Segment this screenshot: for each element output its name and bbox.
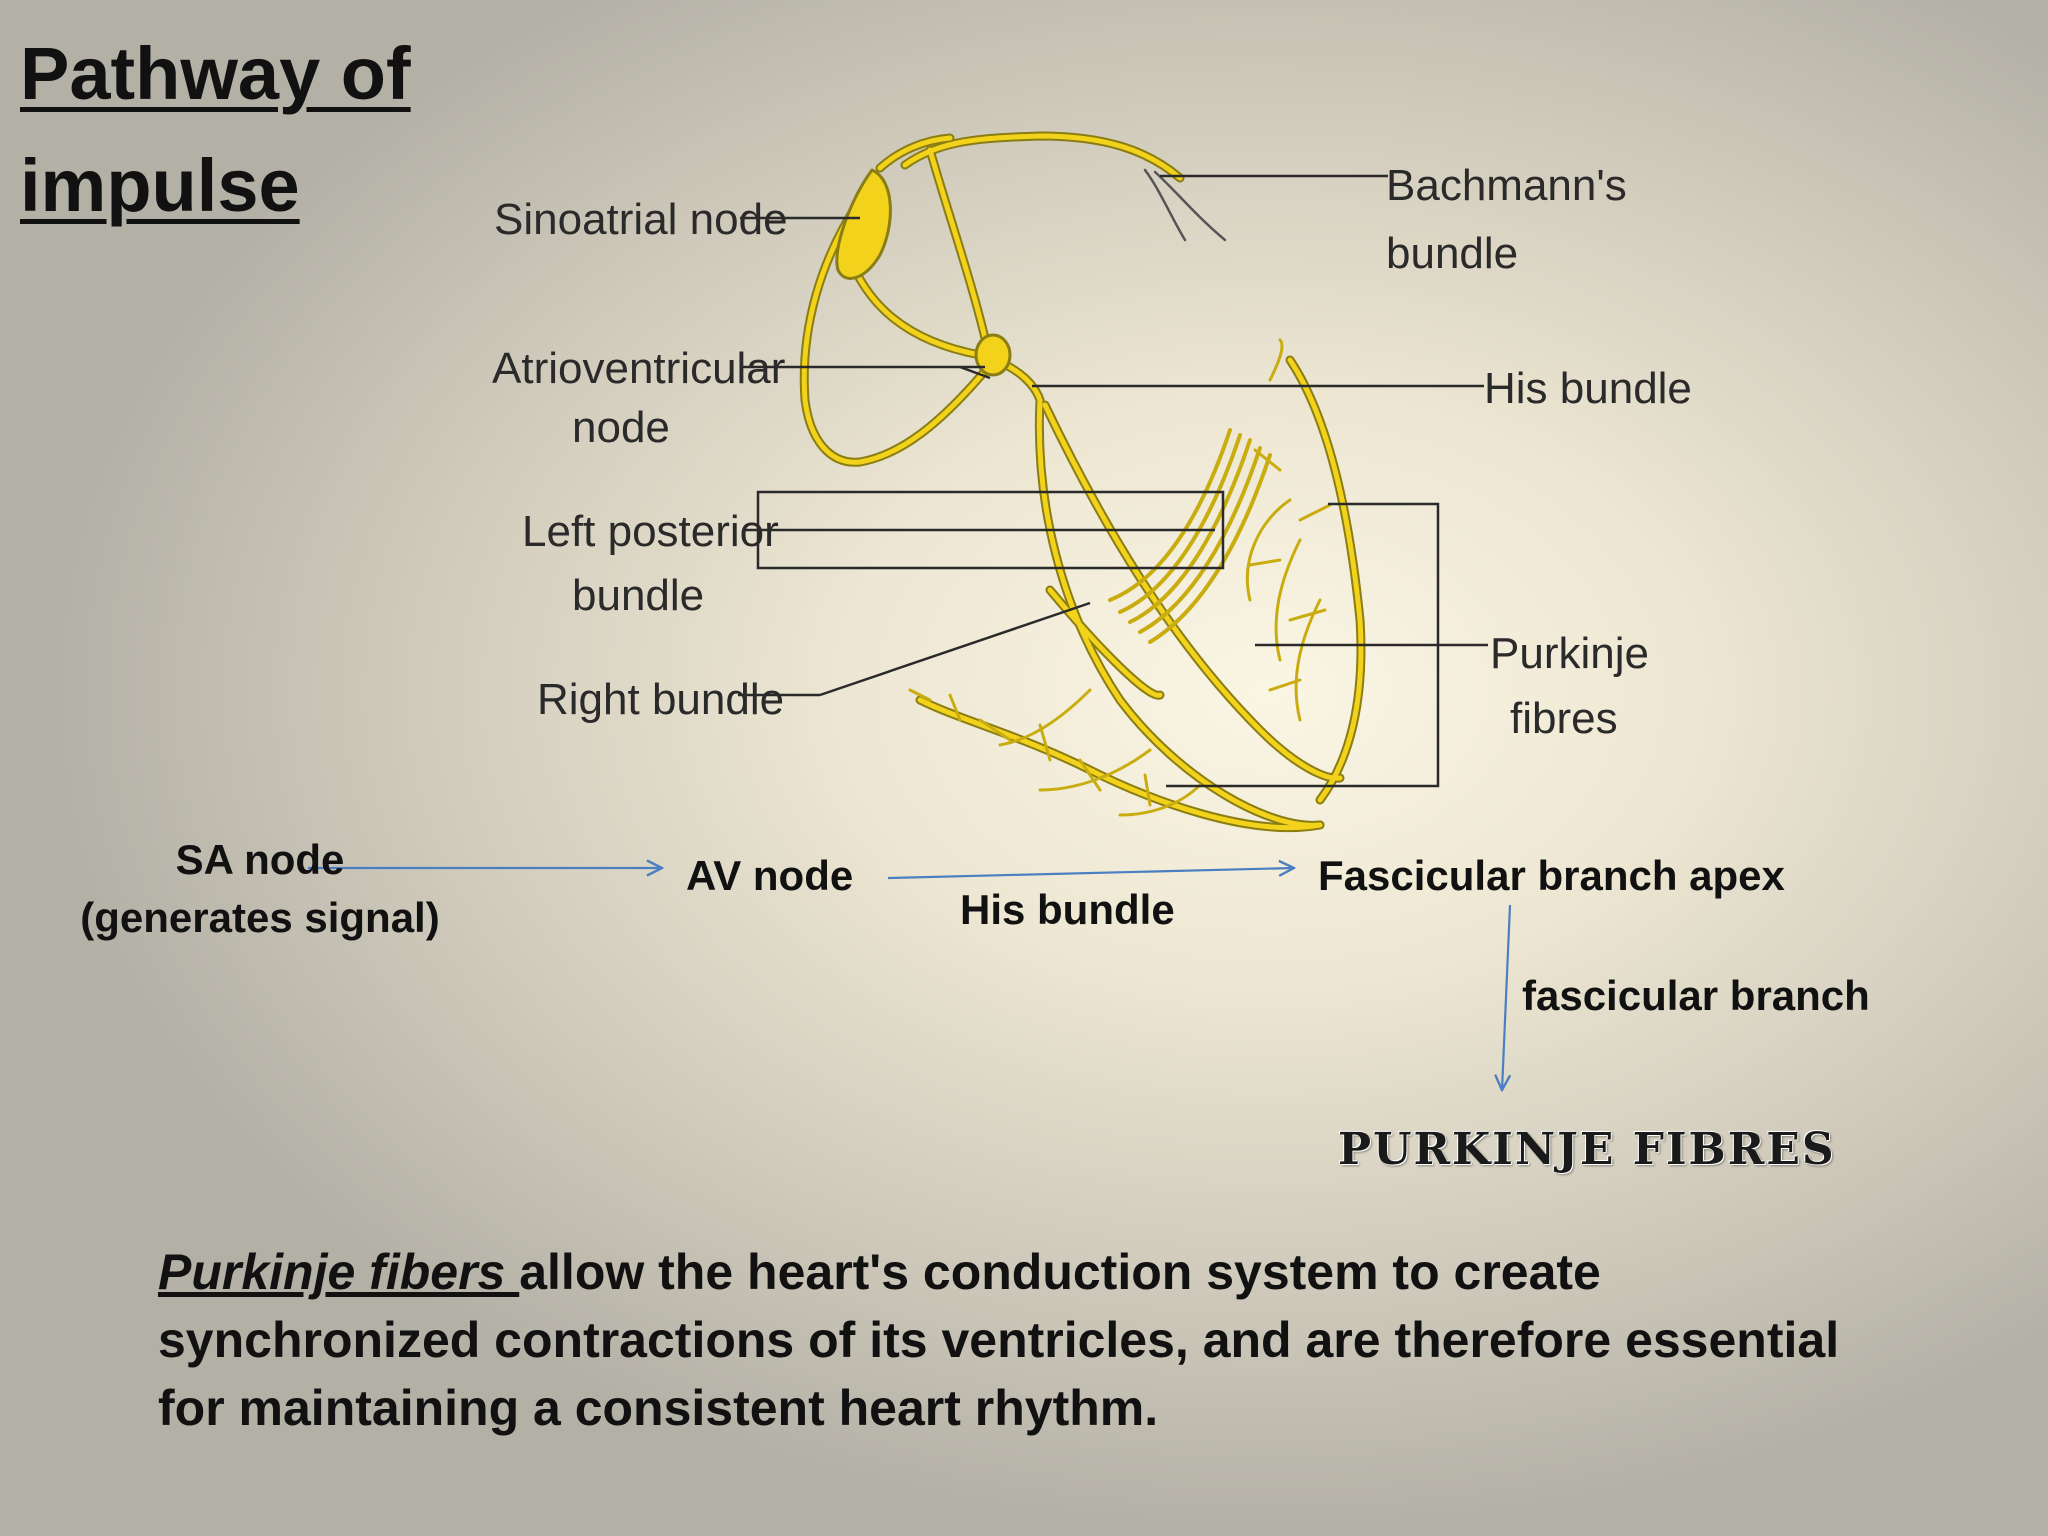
flow-sa-node: SA node (generates signal) xyxy=(70,836,450,942)
flow-fascicular-apex: Fascicular branch apex xyxy=(1318,852,1785,899)
arrow-av-to-apex xyxy=(887,868,1294,880)
label-purkinje-line1: Purkinje xyxy=(1490,629,1649,678)
purkinje-caption: Purkinje fibers allow the heart's conduc… xyxy=(158,1238,1918,1442)
flow-purkinje-fibres: PURKINJE FIBRES xyxy=(1338,1124,1836,1175)
label-bachmanns-line2: bundle xyxy=(1386,229,1518,278)
flow-sa-node-note: (generates signal) xyxy=(80,894,440,941)
label-purkinje-line2: fibres xyxy=(1510,694,1618,743)
flow-his-bundle: His bundle xyxy=(960,886,1175,933)
flow-av-node: AV node xyxy=(686,852,854,899)
slide-title: Pathway of impulse xyxy=(20,18,411,242)
heart-conduction-drawing xyxy=(799,131,1366,833)
title-line-1: Pathway of xyxy=(20,32,411,115)
sa-node-shape xyxy=(835,168,892,280)
arrow-apex-to-purkinje xyxy=(1502,904,1510,1090)
av-node-shape xyxy=(974,333,1012,377)
flow-sa-node-name: SA node xyxy=(175,836,345,883)
label-atrioventricular-line2: node xyxy=(572,403,670,452)
title-line-2: impulse xyxy=(20,144,300,227)
label-his-bundle: His bundle xyxy=(1484,364,1692,413)
leader-lines xyxy=(738,174,1488,788)
label-atrioventricular-line1: Atrioventricular xyxy=(492,344,785,393)
label-left-posterior-line2: bundle xyxy=(572,571,704,620)
label-sinoatrial-node: Sinoatrial node xyxy=(494,195,788,244)
caption-text: allow the heart's conduction system to c… xyxy=(158,1244,1840,1436)
label-left-posterior-line1: Left posterior xyxy=(522,507,779,556)
label-bachmanns-line1: Bachmann's xyxy=(1386,161,1627,210)
caption-emphasis: Purkinje fibers xyxy=(158,1244,520,1300)
flow-fascicular-branch: fascicular branch xyxy=(1522,972,1870,1019)
flow-arrows xyxy=(308,868,1510,1090)
label-right-bundle: Right bundle xyxy=(537,675,784,724)
